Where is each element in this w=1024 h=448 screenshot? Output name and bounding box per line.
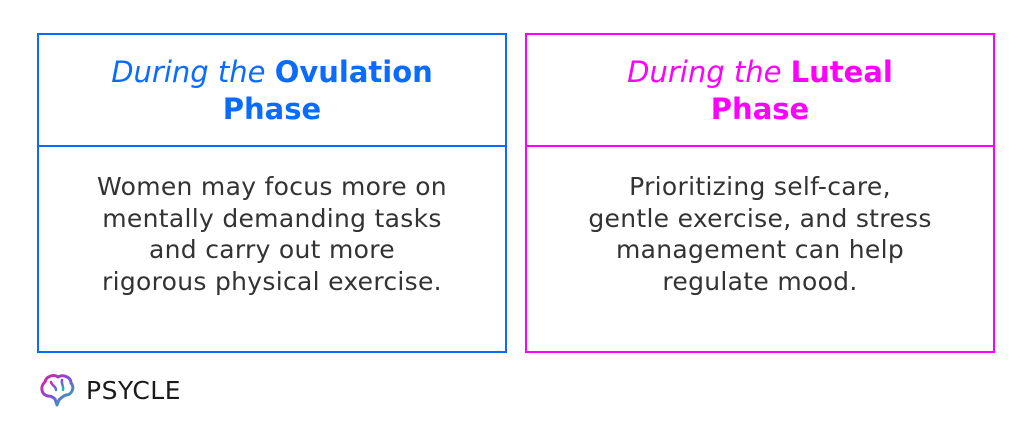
title-bold: Luteal bbox=[790, 55, 893, 89]
body-line: regulate mood. bbox=[662, 266, 858, 296]
body-line: mentally demanding tasks bbox=[102, 203, 442, 233]
title-bold: Phase bbox=[710, 92, 810, 126]
luteal-phase-card: During the Luteal Phase Prioritizing sel… bbox=[525, 33, 995, 353]
card-title: During the Luteal Phase bbox=[627, 52, 893, 128]
card-header: During the Luteal Phase bbox=[527, 35, 993, 147]
card-body: Prioritizing self-care, gentle exercise,… bbox=[527, 147, 993, 297]
logo-text: PSYCLE bbox=[86, 375, 182, 405]
card-header: During the Ovulation Phase bbox=[39, 35, 505, 147]
ovulation-phase-card: During the Ovulation Phase Women may foc… bbox=[37, 33, 507, 353]
body-line: Women may focus more on bbox=[97, 172, 447, 201]
body-line: gentle exercise, and stress bbox=[588, 203, 932, 233]
psycle-logo: PSYCLE bbox=[38, 372, 181, 408]
card-body: Women may focus more on mentally demandi… bbox=[39, 147, 505, 297]
body-line: and carry out more bbox=[149, 235, 395, 264]
title-bold: Ovulation bbox=[274, 55, 433, 89]
brain-icon bbox=[40, 374, 75, 407]
title-italic: During the bbox=[627, 55, 791, 89]
body-line: Prioritizing self-care, bbox=[629, 172, 891, 201]
body-line: rigorous physical exercise. bbox=[102, 266, 442, 296]
card-title: During the Ovulation Phase bbox=[111, 52, 433, 128]
body-line: management can help bbox=[615, 235, 904, 264]
title-bold: Phase bbox=[222, 92, 322, 126]
title-italic: During the bbox=[111, 55, 275, 89]
